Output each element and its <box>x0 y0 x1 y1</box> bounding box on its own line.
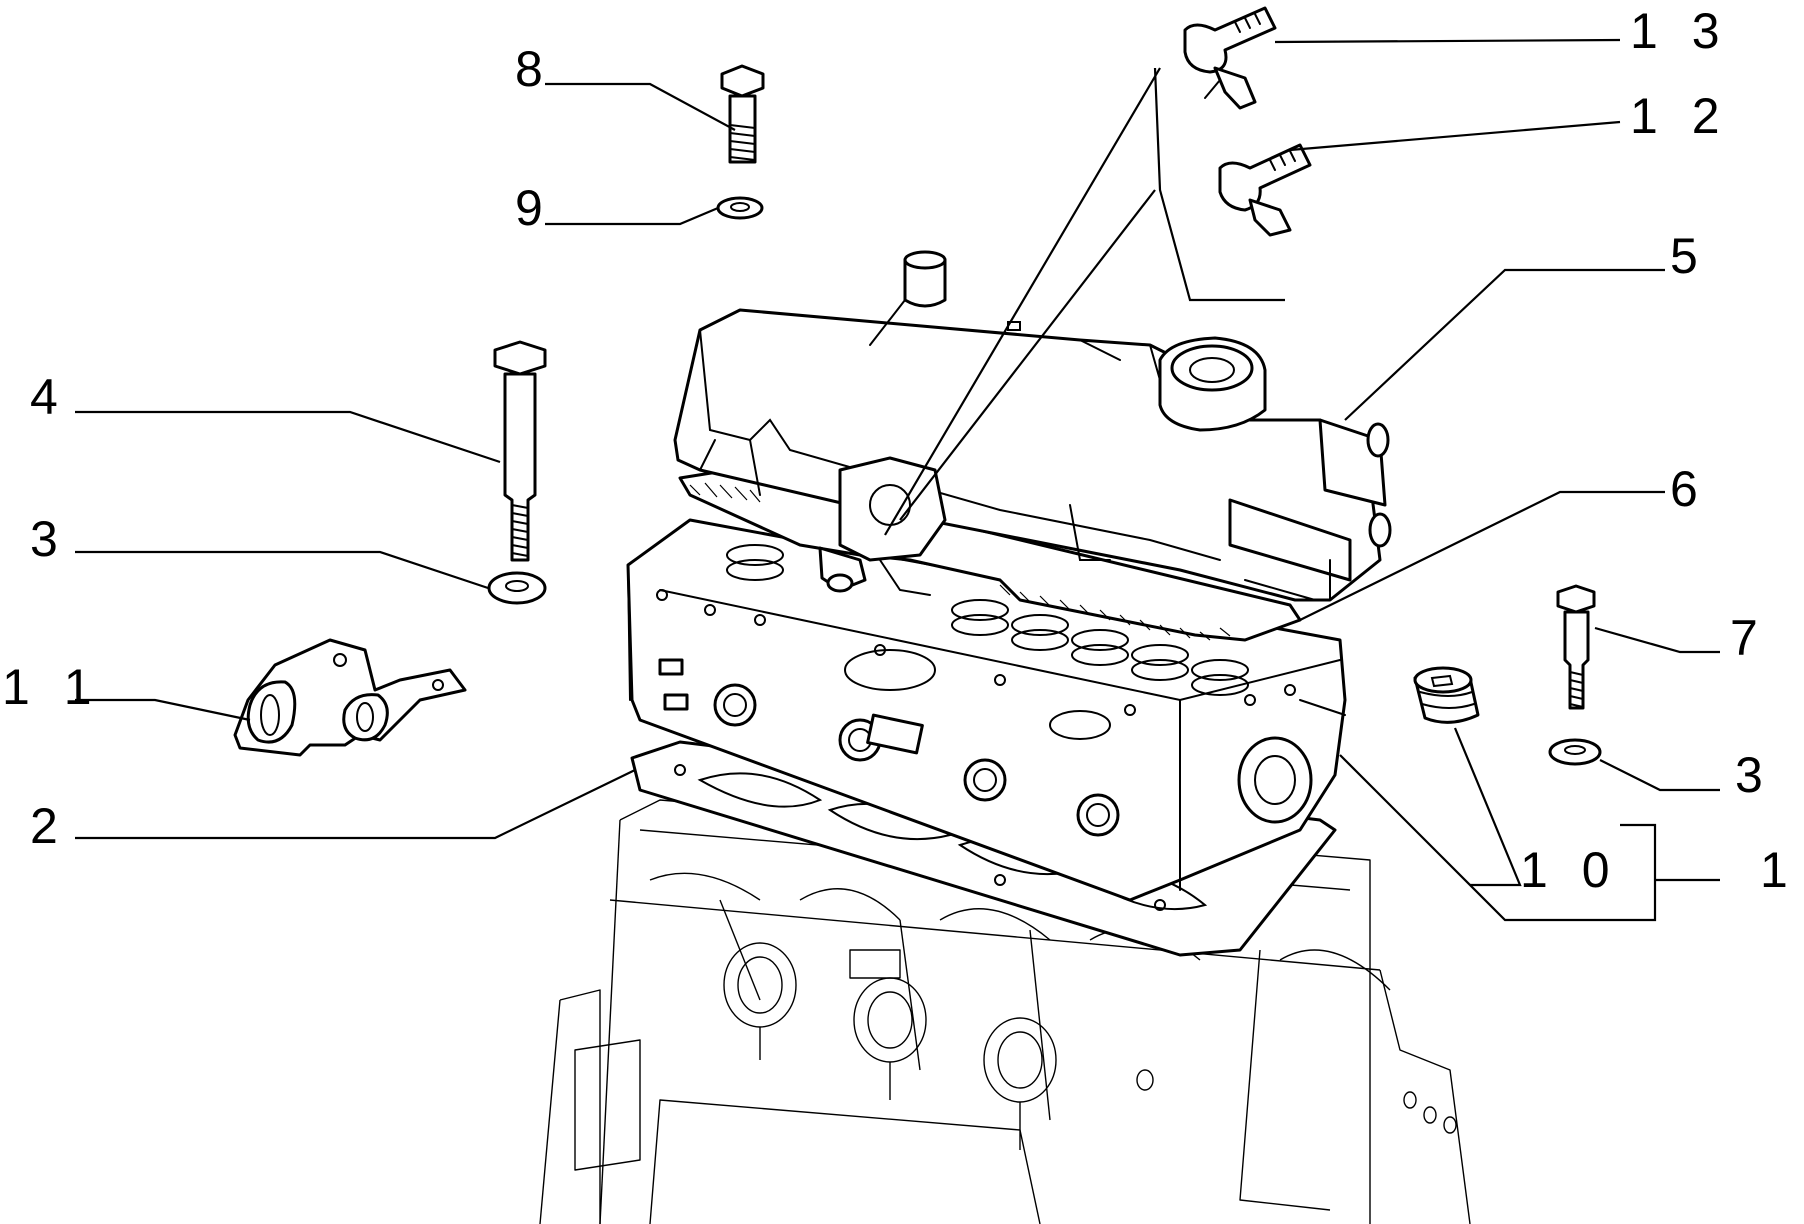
banjo-fitting-13 <box>1183 6 1277 110</box>
callout-1: 1 <box>1760 842 1798 898</box>
callout-7: 7 <box>1730 610 1768 666</box>
washer-9 <box>716 196 764 220</box>
callout-9: 9 <box>515 180 553 236</box>
callout-4: 4 <box>30 369 68 425</box>
engine-block-outline <box>539 799 1471 1224</box>
valve-cover-gasket <box>678 468 1302 642</box>
callout-11: 1 1 <box>2 659 102 715</box>
leader-lines <box>75 38 1720 922</box>
bolt-4 <box>493 340 547 562</box>
callout-12: 1 2 <box>1630 88 1730 144</box>
bracket-11 <box>233 638 467 757</box>
bolt-8 <box>720 64 765 164</box>
plug-10 <box>1413 666 1480 724</box>
callout-5: 5 <box>1670 228 1708 284</box>
callout-2: 2 <box>30 798 68 854</box>
callout-8: 8 <box>515 41 553 97</box>
bolt-7 <box>1556 584 1596 710</box>
washer-3-left <box>487 571 547 605</box>
thermostat-housing <box>818 456 947 596</box>
callout-10: 1 0 <box>1520 842 1620 898</box>
callout-3-left: 3 <box>30 511 68 567</box>
valve-cover <box>673 250 1392 602</box>
callout-13: 1 3 <box>1630 3 1730 59</box>
callout-6: 6 <box>1670 461 1708 517</box>
callout-labels: 1 3 1 2 8 9 5 4 6 3 1 1 7 3 2 1 0 1 <box>2 3 1798 898</box>
banjo-fitting-12 <box>1218 143 1312 237</box>
callout-3-right: 3 <box>1735 747 1773 803</box>
washer-3-right <box>1548 738 1602 766</box>
